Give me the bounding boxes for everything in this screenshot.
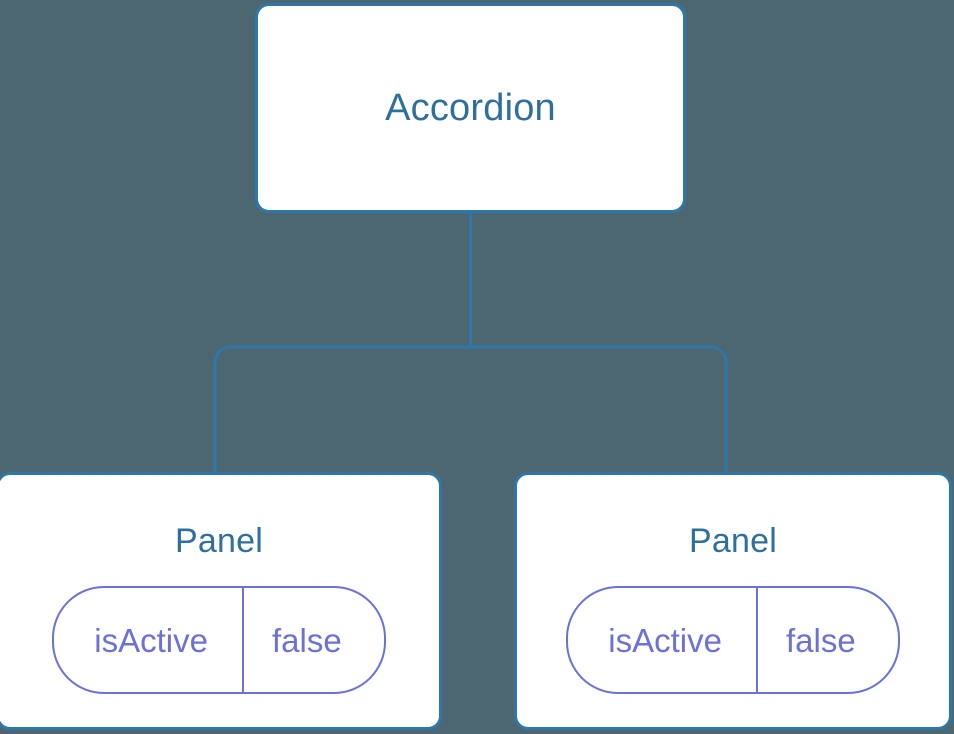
edge-branch-to-left-panel — [213, 345, 471, 476]
node-panel-right[interactable]: Panel isActive false — [514, 472, 952, 730]
node-panel-right-title: Panel — [689, 522, 777, 560]
node-panel-left-title: Panel — [175, 522, 263, 560]
prop-pill-right-value: false — [785, 621, 856, 659]
node-panel-left[interactable]: Panel isActive false — [0, 472, 442, 730]
node-accordion[interactable]: Accordion — [255, 3, 686, 213]
prop-pill-left-key: isActive — [54, 588, 244, 692]
prop-pill-right[interactable]: isActive false — [566, 586, 900, 694]
prop-pill-left-value: false — [271, 621, 342, 659]
edge-branch-to-right-panel — [470, 345, 728, 476]
prop-pill-right-key: isActive — [568, 588, 758, 692]
node-accordion-title: Accordion — [385, 87, 556, 129]
prop-pill-left[interactable]: isActive false — [52, 586, 386, 694]
